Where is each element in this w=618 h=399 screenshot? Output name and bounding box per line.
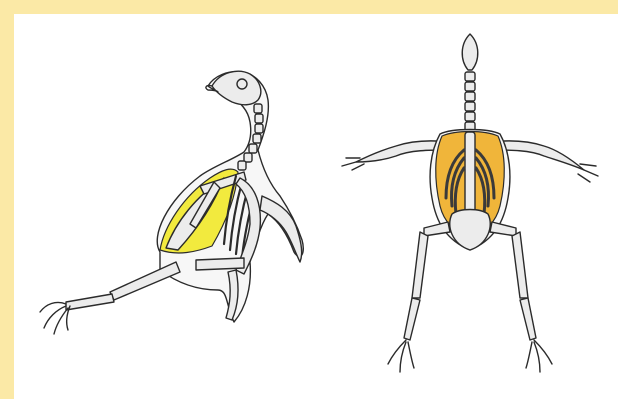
dorsal-skeleton (342, 34, 598, 372)
lateral-wing-bone (260, 196, 302, 262)
lateral-tibia (110, 262, 180, 300)
lateral-femur (196, 258, 244, 270)
dorsal-neck-vertebrae (465, 72, 475, 131)
dorsal-right-femur (490, 222, 516, 236)
lateral-skeleton (40, 71, 303, 334)
dorsal-left-foot-toes (388, 340, 414, 372)
dorsal-right-foot-toes (526, 340, 552, 372)
dorsal-right-tibia (512, 232, 528, 298)
dorsal-skull (462, 34, 478, 70)
dorsal-left-tibia (412, 232, 428, 298)
lateral-eye-socket (237, 79, 247, 89)
dorsal-left-tarsus (404, 298, 420, 340)
dorsal-right-tarsus (520, 298, 536, 340)
dorsal-pelvis (450, 210, 491, 251)
lateral-tarsus (66, 294, 114, 310)
dorsal-left-femur (424, 222, 450, 236)
